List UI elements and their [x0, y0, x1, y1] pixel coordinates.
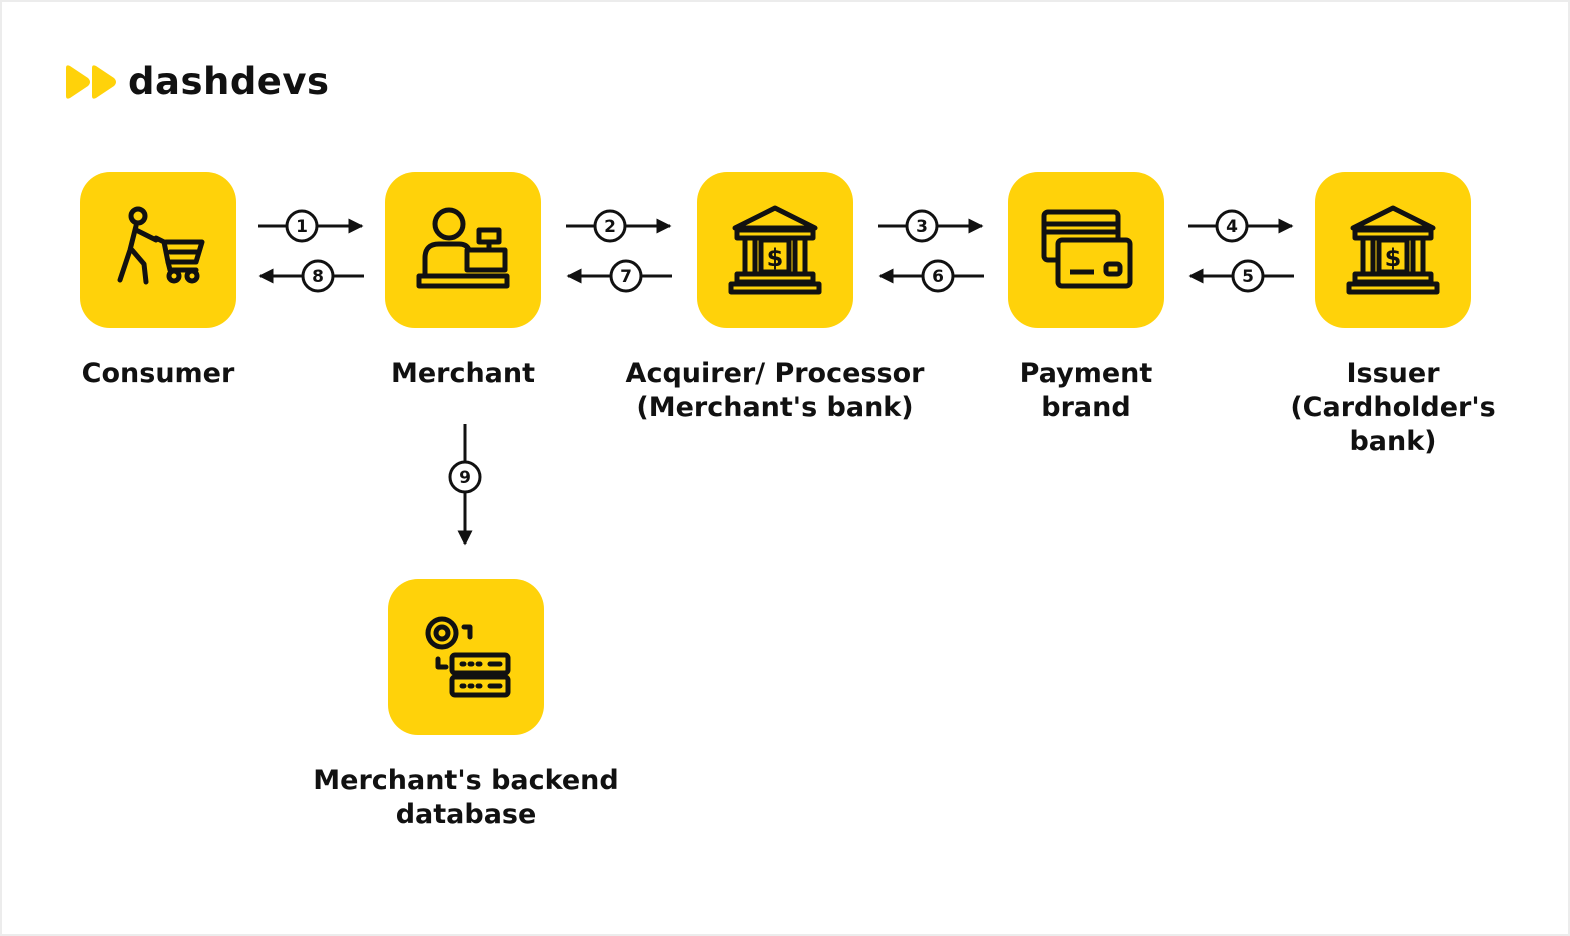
acquirer-label-line2: (Merchant's bank): [636, 392, 914, 423]
issuer-label: Issuer (Cardholder's bank): [1223, 357, 1563, 459]
acquirer-label-line1: Acquirer/ Processor: [625, 358, 925, 389]
backend-database-node: [388, 579, 544, 735]
flow-arrow-9: 9: [448, 424, 482, 546]
flow-arrow-5: 5: [1188, 259, 1294, 293]
bank-icon: $: [1346, 205, 1440, 295]
svg-text:$: $: [1385, 244, 1402, 272]
flow-arrow-2: 2: [566, 209, 672, 243]
issuer-label-line2: (Cardholder's: [1290, 392, 1496, 423]
flow-arrow-6: 6: [878, 259, 984, 293]
shopping-cart-person-icon: [117, 206, 205, 285]
payment-brand-label-line1: Payment: [1019, 358, 1153, 389]
acquirer-label: Acquirer/ Processor (Merchant's bank): [605, 357, 945, 425]
merchant-label: Merchant: [293, 357, 633, 391]
merchant-node: [385, 172, 541, 328]
flow-arrow-3: 3: [878, 209, 984, 243]
issuer-label-line3: bank): [1349, 426, 1437, 457]
step-number: 4: [1226, 217, 1238, 237]
step-number: 8: [312, 267, 324, 287]
payment-brand-node: [1008, 172, 1164, 328]
issuer-node: $: [1315, 172, 1471, 328]
step-number: 3: [916, 217, 928, 237]
consumer-node: [80, 172, 236, 328]
payment-brand-label: Payment brand: [916, 357, 1256, 425]
credit-cards-icon: [1041, 209, 1133, 289]
database-server-icon: [425, 616, 511, 698]
step-number: 9: [459, 468, 471, 488]
step-number: 6: [932, 267, 944, 287]
fast-forward-logo-icon: [66, 65, 116, 99]
step-number: 1: [296, 217, 308, 237]
payment-brand-label-line2: brand: [1041, 392, 1131, 423]
merchant-label-text: Merchant: [390, 358, 536, 389]
cashier-icon: [416, 207, 510, 289]
svg-text:$: $: [767, 244, 784, 272]
flow-arrow-7: 7: [566, 259, 672, 293]
backend-database-label: Merchant's backend database: [296, 764, 636, 832]
flow-arrow-1: 1: [258, 209, 364, 243]
step-number: 7: [620, 267, 632, 287]
backend-label-line1: Merchant's backend: [313, 765, 619, 796]
step-number: 2: [604, 217, 616, 237]
issuer-label-line1: Issuer: [1346, 358, 1440, 389]
consumer-label-text: Consumer: [81, 358, 235, 389]
acquirer-node: $: [697, 172, 853, 328]
backend-label-line2: database: [395, 799, 537, 830]
brand-logo: dashdevs: [64, 60, 330, 104]
flow-arrow-8: 8: [258, 259, 364, 293]
flow-arrow-4: 4: [1188, 209, 1294, 243]
bank-icon: $: [728, 205, 822, 295]
step-number: 5: [1242, 267, 1254, 287]
consumer-label: Consumer: [2, 357, 328, 391]
brand-name: dashdevs: [128, 60, 330, 103]
